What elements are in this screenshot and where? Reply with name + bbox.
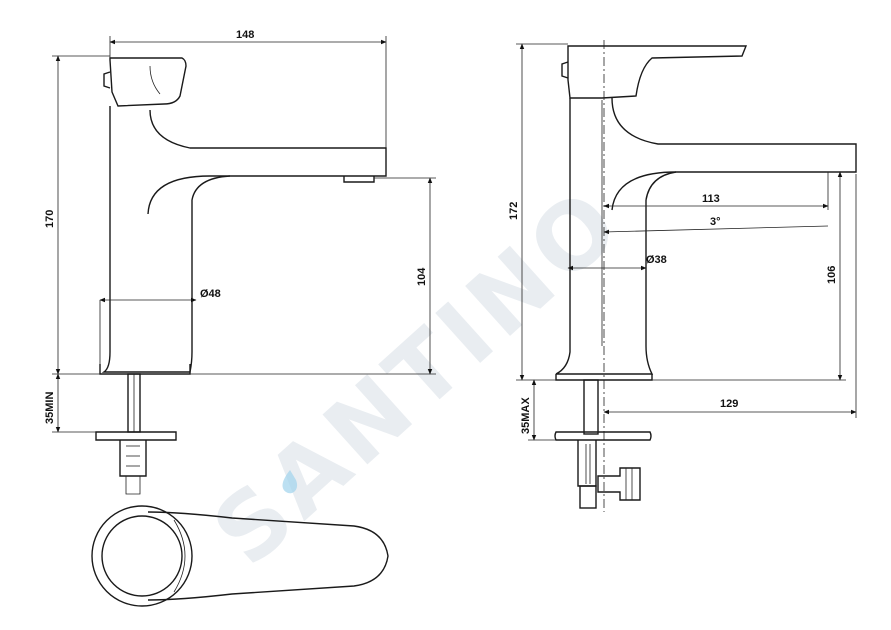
left-spout-height-label: 104 <box>416 267 428 286</box>
left-height-label: 170 <box>44 210 56 228</box>
watermark: SANTINO <box>193 166 643 586</box>
right-reach-inner-label: 113 <box>702 193 720 205</box>
left-faucet-top-view <box>91 505 389 607</box>
right-faucet-side-view <box>554 40 857 512</box>
watermark-text: SANTINO <box>193 166 643 586</box>
right-dimensions: 172 113 3° Ø38 106 129 35MAX <box>508 43 857 441</box>
left-base-diameter-label: Ø48 <box>200 288 221 300</box>
left-dimensions: 148 170 104 Ø48 35MIN <box>44 29 436 433</box>
watermark-drop-icon <box>282 470 298 494</box>
right-angle-label: 3° <box>710 216 721 228</box>
right-spout-height-label: 106 <box>826 266 838 284</box>
right-reach-total-label: 129 <box>720 398 738 410</box>
right-base-diameter-label: Ø38 <box>646 254 667 266</box>
right-under-counter-label: 35MAX <box>520 397 532 434</box>
right-height-label: 172 <box>508 202 520 220</box>
left-width-label: 148 <box>236 29 254 41</box>
left-under-counter-label: 35MIN <box>44 392 56 424</box>
left-faucet-side-view <box>95 57 387 495</box>
